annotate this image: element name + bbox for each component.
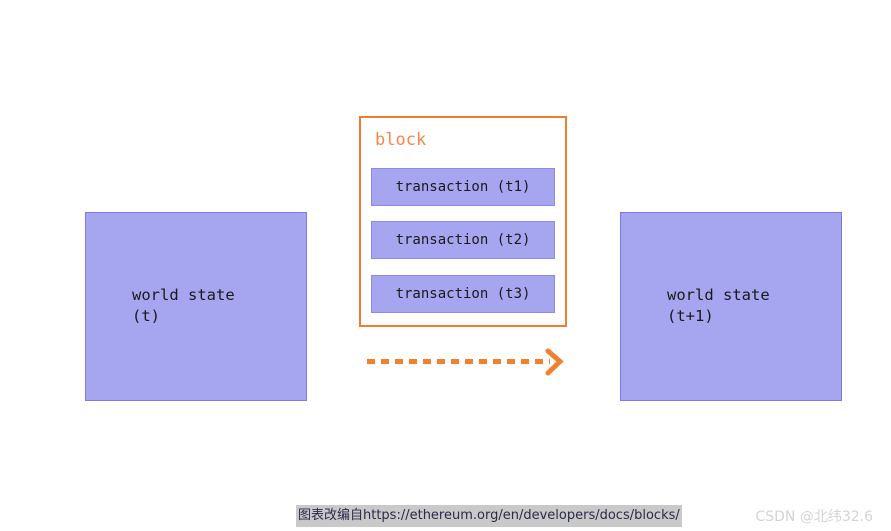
dashed-transition-arrow (360, 346, 570, 378)
block-container: block transaction (t1) transaction (t2) … (359, 116, 567, 327)
csdn-watermark: CSDN @北纬32.6 (755, 509, 873, 525)
transaction-box: transaction (t1) (371, 168, 555, 206)
transaction-label: transaction (t1) (395, 179, 531, 195)
world-state-t-line2: (t) (132, 307, 160, 325)
world-state-t-label: world state (t) (132, 285, 235, 327)
transaction-label: transaction (t3) (395, 286, 531, 302)
caption-text: 图表改编自https://ethereum.org/en/developers/… (298, 508, 680, 523)
caption-bar: 图表改编自https://ethereum.org/en/developers/… (296, 505, 682, 527)
transaction-box: transaction (t3) (371, 275, 555, 313)
world-state-t-line1: world state (132, 286, 235, 304)
arrow-icon (367, 348, 564, 376)
world-state-t-box: world state (t) (85, 212, 307, 401)
world-state-t1-box: world state (t+1) (620, 212, 842, 401)
world-state-t1-line2: (t+1) (667, 307, 714, 325)
world-state-t1-label: world state (t+1) (667, 285, 770, 327)
world-state-t1-line1: world state (667, 286, 770, 304)
block-title: block (375, 130, 427, 150)
transaction-label: transaction (t2) (395, 232, 531, 248)
transaction-box: transaction (t2) (371, 221, 555, 259)
